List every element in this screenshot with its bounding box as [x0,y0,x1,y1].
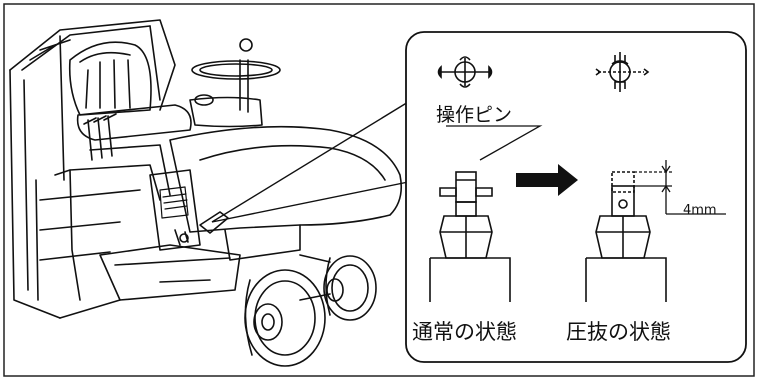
callout-lines [211,95,419,223]
pin-side-view-normal [429,171,511,302]
pressed-state-caption: 圧抜の状態 [566,320,671,344]
pin-side-view-pressed [585,171,667,302]
dimension-label: 4mm [683,203,717,218]
pin-top-view-pressed [595,52,650,92]
pin-top-view-normal [437,56,493,88]
normal-state-caption: 通常の状態 [412,320,517,344]
dimension-marker [634,160,726,215]
operation-pin-label: 操作ピン [436,104,513,126]
outer-border [3,3,755,377]
operation-pin-leader [446,125,543,161]
mower-drawing [9,19,403,367]
transition-arrow [516,164,578,196]
detail-panel [405,31,747,363]
